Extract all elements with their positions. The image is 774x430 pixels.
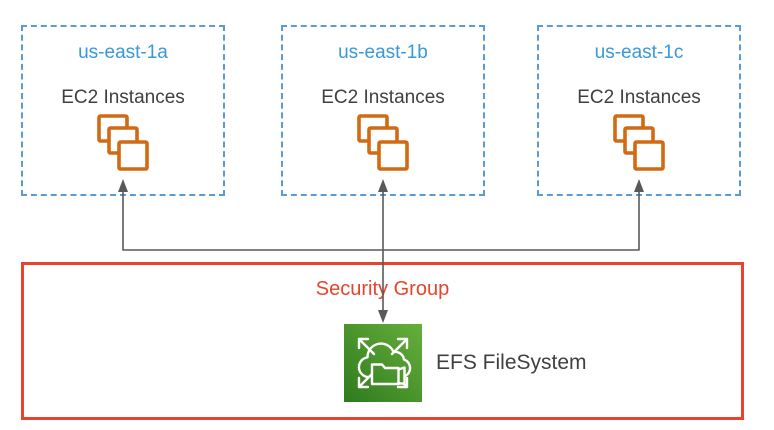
az-label: us-east-1a	[78, 42, 168, 63]
efs-filesystem-node: EFS FileSystem	[344, 324, 587, 402]
availability-zone-box-us-east-1c: us-east-1c EC2 Instances	[537, 25, 741, 196]
az-label: us-east-1c	[594, 42, 684, 63]
efs-filesystem-label: EFS FileSystem	[436, 351, 587, 374]
availability-zone-box-us-east-1b: us-east-1b EC2 Instances	[281, 25, 485, 196]
ec2-instances-stack-icon	[613, 114, 665, 171]
ec2-instances-stack-icon	[97, 114, 149, 171]
security-group-label: Security Group	[315, 278, 450, 300]
ec2-instances-label: EC2 Instances	[61, 87, 185, 108]
az-label: us-east-1b	[338, 42, 428, 63]
ec2-instances-label: EC2 Instances	[321, 87, 445, 108]
ec2-instances-label: EC2 Instances	[577, 87, 701, 108]
efs-filesystem-icon	[344, 324, 422, 402]
efs-to-az-a-c-connector-line	[122, 190, 640, 251]
availability-zone-box-us-east-1a: us-east-1a EC2 Instances	[21, 25, 225, 196]
security-group-box: Security Group	[21, 262, 744, 420]
ec2-instances-stack-icon	[357, 114, 409, 171]
